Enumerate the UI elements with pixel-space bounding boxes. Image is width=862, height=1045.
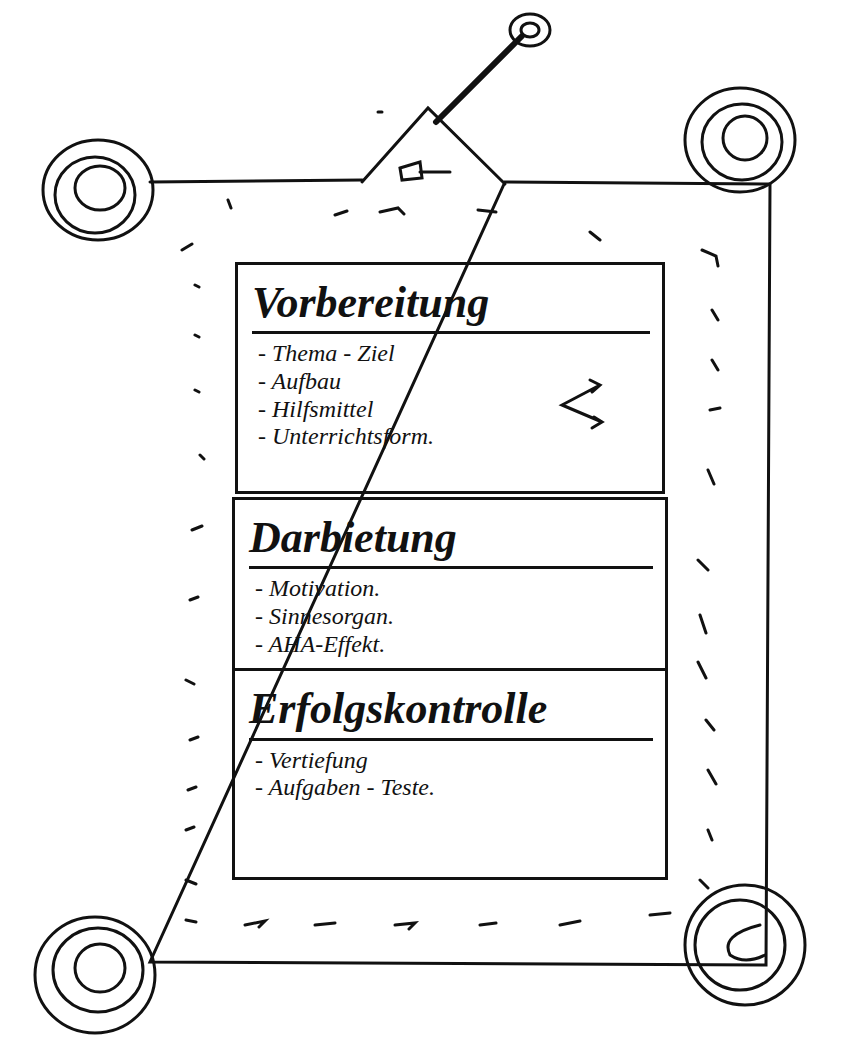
pin-mark	[400, 162, 450, 180]
list-item: - Motivation.	[255, 575, 651, 603]
section-box: Vorbereitung - Thema - Ziel- Aufbau- Hilf…	[235, 262, 665, 494]
border-dashes	[182, 112, 720, 929]
list-item: - Aufgaben - Teste.	[255, 774, 651, 802]
section-heading: Darbietung	[249, 514, 653, 569]
list-item: - AHA-Effekt.	[255, 631, 651, 659]
section-heading: Vorbereitung	[252, 279, 650, 334]
pin-triangle	[362, 108, 505, 184]
list-item: - Sinnesorgan.	[255, 603, 651, 631]
pin-needle	[436, 36, 522, 122]
list-item: - Unterrichtsform.	[258, 423, 648, 451]
pin-head	[521, 23, 539, 37]
section-box: Darbietung- Motivation.- Sinnesorgan.- A…	[232, 497, 668, 880]
list-item: - Aufbau	[258, 368, 648, 396]
branch-arrows	[562, 380, 602, 428]
list-item: - Hilfsmittel	[258, 396, 648, 424]
section-box: Erfolgskontrolle - Vertiefung- Aufgaben -…	[235, 668, 665, 816]
section-heading: Erfolgskontrolle	[249, 685, 653, 740]
corner-swirl	[35, 88, 805, 1033]
list-item: - Vertiefung	[255, 747, 651, 775]
sheet-frame	[150, 180, 770, 965]
list-item: - Thema - Ziel	[258, 340, 648, 368]
pin-head	[510, 14, 550, 46]
